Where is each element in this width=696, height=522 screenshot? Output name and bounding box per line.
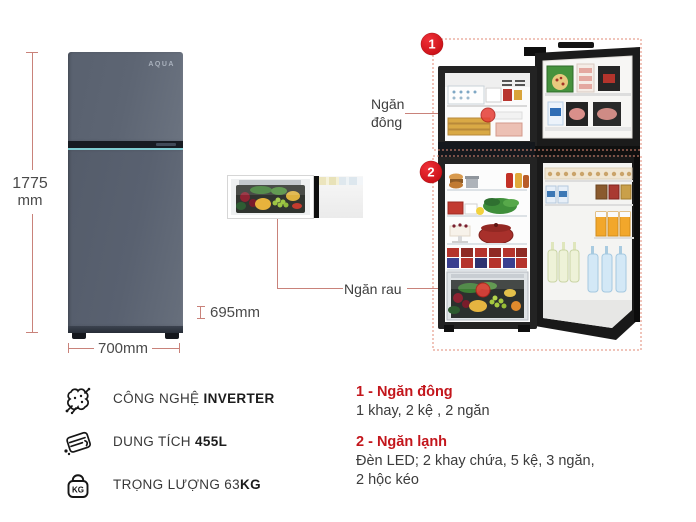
- legend-title-cooler: 2 - Ngăn lạnh: [356, 434, 448, 450]
- crisper-connector-vertical: [277, 219, 278, 289]
- weight-kg-icon: KG: [67, 473, 89, 498]
- fridge-compartment: [438, 157, 537, 332]
- spec-label: TRỌNG LƯỢNG 63: [113, 477, 241, 492]
- freezer-door-front: AQUA: [68, 52, 183, 141]
- marker-1-badge: 1: [420, 32, 444, 56]
- brand-logo: AQUA: [148, 61, 175, 68]
- height-dim-line-lower: [32, 214, 33, 332]
- legend-desc-cooler-1: Đèn LED; 2 khay chứa, 5 kệ, 3 ngăn,: [356, 453, 595, 469]
- spec-row-inverter: CÔNG NGHỆ INVERTER: [60, 377, 340, 420]
- svg-text:1: 1: [428, 37, 435, 52]
- crisper-callout-dot: [475, 282, 491, 298]
- spec-text-inverter: CÔNG NGHỆ INVERTER: [113, 391, 275, 406]
- door-handle-notch: [156, 143, 176, 146]
- fridge-door-front: [68, 150, 183, 326]
- crop-divider-bar: [314, 176, 319, 218]
- width-dim-right-tick: [179, 343, 180, 353]
- spec-text-capacity: DUNG TÍCH 455L: [113, 434, 227, 449]
- crisper-callout-label: Ngăn rau: [344, 281, 402, 297]
- spec-label: DUNG TÍCH: [113, 434, 196, 449]
- height-dim-line-upper: [32, 52, 33, 170]
- spec-row-capacity: DUNG TÍCH 455L: [60, 420, 340, 463]
- height-dim-bottom-tick: [26, 332, 38, 333]
- height-dim-value: 1775: [12, 175, 48, 192]
- spec-row-weight: KG TRỌNG LƯỢNG 63KG: [60, 463, 340, 506]
- width-dim-left-tick: [68, 343, 69, 353]
- door-shelf-items: [319, 177, 363, 185]
- spec-text-weight: TRỌNG LƯỢNG 63KG: [113, 477, 261, 492]
- fridge-foot-left: [72, 333, 86, 339]
- closed-fridge-front: AQUA: [68, 52, 183, 339]
- inverter-circuit-icon: [65, 387, 91, 414]
- fridge-open-door: [535, 155, 640, 340]
- freezer-compartment: [438, 66, 537, 148]
- depth-dim-label: 695mm: [210, 304, 261, 321]
- fridge-foot-right: [165, 333, 179, 339]
- spec-value: 455L: [195, 434, 228, 449]
- door-shelf-fragment: [319, 176, 363, 218]
- freezer-callout-dot: [480, 107, 496, 123]
- legend-block: 1 - Ngăn đông 1 khay, 2 kệ , 2 ngăn 2 - …: [356, 383, 692, 489]
- door-divider: [68, 141, 183, 148]
- spec-list: CÔNG NGHỆ INVERTER DUNG TÍCH 455L KG: [60, 377, 340, 506]
- spec-value: INVERTER: [203, 391, 275, 406]
- freezer-callout-line2: đông: [371, 114, 403, 130]
- depth-dim-line: [200, 306, 201, 319]
- freezer-open-door: [524, 42, 640, 146]
- open-fridge-illustration: 1 2: [419, 32, 642, 351]
- freezer-dashed-outline: [432, 38, 642, 151]
- svg-text:KG: KG: [72, 485, 84, 494]
- crisper-zoom-photo: [227, 175, 314, 219]
- depth-dim-top-tick: [197, 306, 205, 307]
- crisper-connector-left: [277, 288, 343, 289]
- depth-dim-bottom-tick: [197, 318, 205, 319]
- legend-desc-freezer: 1 khay, 2 kệ , 2 ngăn: [356, 403, 490, 419]
- marker-2-badge: 2: [419, 160, 443, 184]
- fridge-base: [68, 326, 183, 333]
- crisper-drawer-illustration: [231, 179, 310, 215]
- spec-value: KG: [240, 477, 261, 492]
- legend-desc-cooler-2: 2 hộc kéo: [356, 472, 419, 488]
- freezer-callout-line1: Ngăn: [371, 96, 405, 112]
- height-dim-unit: mm: [17, 192, 43, 209]
- capacity-box-icon: [64, 431, 92, 455]
- legend-title-freezer: 1 - Ngăn đông: [356, 384, 453, 400]
- svg-text:2: 2: [427, 165, 434, 180]
- freezer-callout-label: Ngăn đông: [371, 95, 404, 131]
- width-dim-label: 700mm: [94, 340, 153, 357]
- spec-label: CÔNG NGHỆ: [113, 391, 204, 406]
- fridge-dashed-outline: [432, 155, 642, 351]
- teal-accent-trim: [68, 148, 183, 150]
